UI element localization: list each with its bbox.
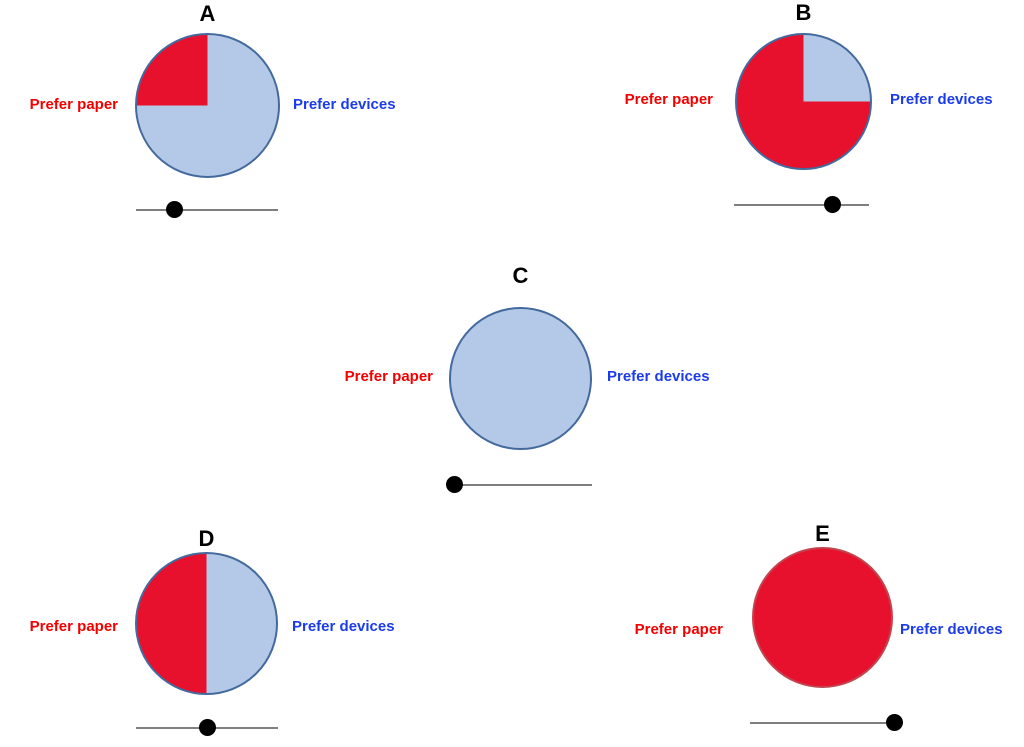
slider-b[interactable] <box>734 196 869 213</box>
prefer-paper-label-d: Prefer paper <box>29 618 118 635</box>
chart-title-d: D <box>198 526 215 551</box>
prefer-devices-label-d: Prefer devices <box>292 618 395 635</box>
chart-title-b: B <box>795 0 812 25</box>
prefer-paper-label-c: Prefer paper <box>344 368 433 385</box>
slider-handle-d[interactable] <box>198 719 216 736</box>
slider-handle-c[interactable] <box>445 476 463 493</box>
slider-d[interactable] <box>136 719 278 736</box>
pie-chart-b <box>735 33 872 170</box>
prefer-devices-label-e: Prefer devices <box>900 621 1003 638</box>
pie-chart-a <box>135 33 280 178</box>
slider-handle-b[interactable] <box>823 196 841 213</box>
chart-title-c: C <box>512 263 529 288</box>
prefer-devices-label-a: Prefer devices <box>293 96 396 113</box>
pie-chart-c <box>449 307 592 450</box>
slider-handle-e[interactable] <box>885 714 903 731</box>
prefer-devices-label-c: Prefer devices <box>607 368 710 385</box>
slider-c[interactable] <box>445 476 592 493</box>
slider-a[interactable] <box>136 201 278 218</box>
slider-e[interactable] <box>750 714 903 731</box>
chart-title-a: A <box>199 1 216 26</box>
slider-handle-a[interactable] <box>166 201 183 218</box>
prefer-paper-label-e: Prefer paper <box>634 621 723 638</box>
chart-title-e: E <box>815 521 830 546</box>
slider-track-e[interactable] <box>750 722 900 724</box>
prefer-paper-label-b: Prefer paper <box>624 91 713 108</box>
prefer-paper-label-a: Prefer paper <box>29 96 118 113</box>
slider-track-c[interactable] <box>448 484 592 486</box>
slider-track-a[interactable] <box>136 209 278 211</box>
slider-track-b[interactable] <box>734 204 869 206</box>
pie-chart-d <box>135 552 278 695</box>
prefer-devices-label-b: Prefer devices <box>890 91 993 108</box>
pie-chart-e <box>752 547 893 688</box>
